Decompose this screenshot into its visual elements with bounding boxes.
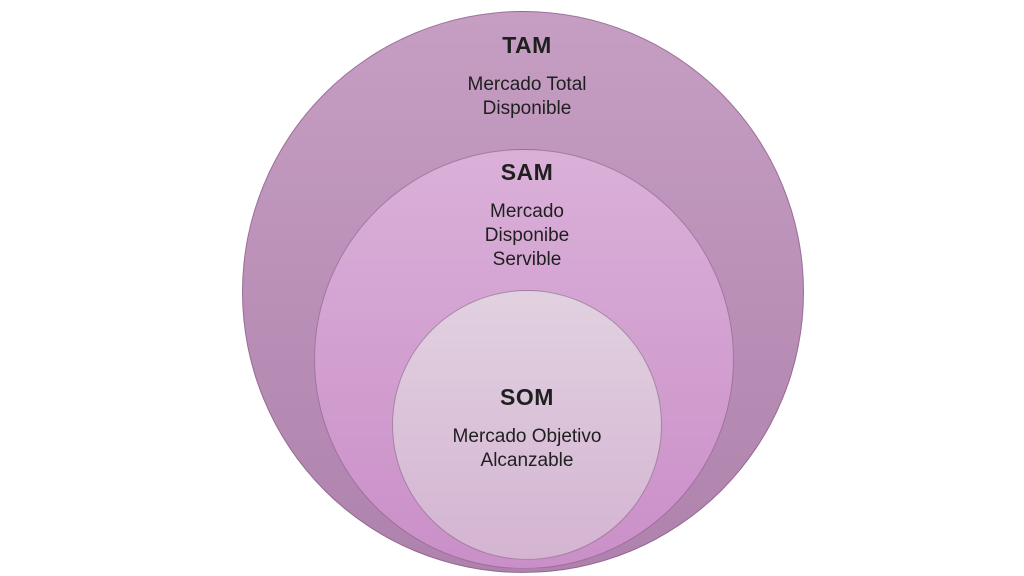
sam-title: SAM [500, 159, 554, 185]
sam-subtitle-line-1: Mercado [490, 201, 564, 222]
som-subtitle-line-1: Mercado Objetivo [452, 426, 602, 447]
tam-title: TAM [502, 32, 552, 58]
tam-label-block: TAM Mercado Total Disponible [347, 30, 707, 121]
tam-subtitle-line-1: Mercado Total [467, 74, 587, 95]
sam-subtitle-line-2: Disponibe [484, 225, 570, 246]
tam-subtitle-line-2: Disponible [482, 98, 572, 119]
sam-label-block: SAM Mercado Disponibe Servible [347, 157, 707, 272]
tam-subtitle: Mercado Total Disponible [347, 73, 707, 121]
som-title: SOM [500, 384, 554, 410]
sam-subtitle: Mercado Disponibe Servible [347, 200, 707, 272]
som-label-block: SOM Mercado Objetivo Alcanzable [347, 382, 707, 473]
som-subtitle: Mercado Objetivo Alcanzable [347, 425, 707, 473]
sam-subtitle-line-3: Servible [492, 249, 562, 270]
som-subtitle-line-2: Alcanzable [480, 450, 574, 471]
som-circle [392, 290, 662, 560]
